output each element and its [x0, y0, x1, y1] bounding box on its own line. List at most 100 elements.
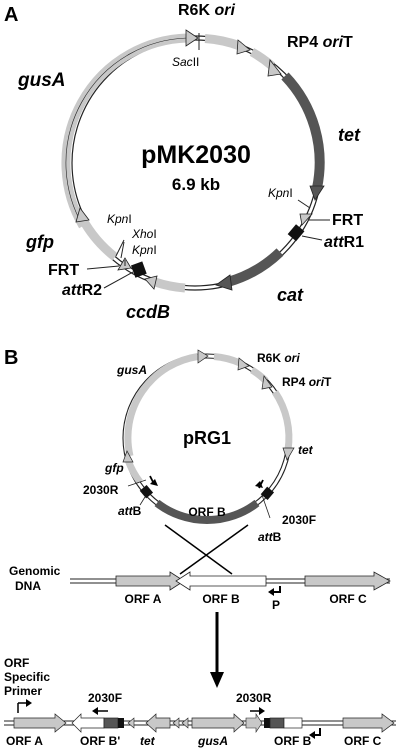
plasmid-b-gusa-arc: [124, 353, 199, 457]
plasmid-a-cat-arc: [226, 248, 284, 287]
genomic-orfc-label: ORF C: [329, 592, 367, 606]
crossover-line-1: [164, 524, 233, 575]
plasmid-a-rp4-arrowhead: [267, 58, 282, 77]
plasmid-b-attb-left-leader: [139, 496, 146, 506]
genomic-label-line2: DNA: [15, 579, 41, 593]
genomic-orfb-label: ORF B: [202, 592, 240, 606]
plasmid-b-2030f-arrowhead: [255, 481, 263, 488]
label-a-rp4: RP4 oriT: [287, 34, 353, 51]
integrated-small-arrow-3: [181, 717, 189, 729]
plasmid-b-attb-right-site: [260, 486, 275, 501]
plasmid-b-name: pRG1: [183, 428, 231, 448]
label-a-gfp: gfp: [25, 232, 54, 252]
label-a-gusa: gusA: [17, 70, 66, 91]
label-b-2030r: 2030R: [83, 483, 119, 497]
label-a-frt-right: FRT: [332, 212, 363, 229]
label-a-attr2: attR2: [62, 282, 102, 299]
integrated-2030r-label: 2030R: [236, 691, 272, 705]
label-b-orfb: ORF B: [188, 505, 226, 519]
plasmid-a-gusa-arc: [61, 33, 188, 229]
integrated-orfb-white: [283, 717, 303, 729]
plasmid-a-r6k-arrowhead: [236, 39, 251, 55]
integrated-small-arrow-4: [245, 713, 263, 733]
integrated-gusa-label: gusA: [197, 734, 228, 748]
plasmid-a-tet-arrowhead: [309, 185, 325, 201]
plasmid-a-frt-right-arrowhead: [299, 213, 313, 226]
integrated-small-arrow-1: [127, 717, 135, 729]
integrated-orfa-label: ORF A: [6, 734, 43, 748]
plasmid-a-ccdb-arrowhead: [144, 275, 158, 290]
label-b-2030f: 2030F: [282, 513, 316, 527]
crossover-line-2: [179, 524, 249, 575]
integrated-orfb-prime-label: ORF B': [80, 734, 120, 748]
plasmid-b-2030r-arrowhead: [150, 479, 158, 486]
integrated-2030f-head: [92, 707, 98, 715]
label-a-kpni-right: KpnI: [268, 186, 293, 200]
plasmid-a-attr2-site: [130, 261, 147, 278]
integrated-att-left: [118, 718, 124, 728]
panel-a-letter: A: [4, 4, 18, 26]
panel-a: A: [4, 2, 364, 322]
integrated-orfc-arrow: [342, 713, 395, 733]
label-a-kpni-left2: KpnI: [132, 243, 157, 257]
label-b-attb-right: attB: [258, 530, 282, 544]
panel-b: B pRG1 gusA R: [4, 347, 396, 748]
integrated-promoter-arrowhead: [309, 731, 315, 739]
integrated-tet-label: tet: [140, 734, 156, 748]
integrated-2030r-head: [259, 707, 265, 715]
plasmid-a-frt-left-leader: [86, 265, 120, 270]
label-a-kpni-left1: KpnI: [107, 212, 132, 226]
label-a-xhoi: XhoI: [131, 227, 157, 241]
plasmid-a-name: pMK2030: [141, 141, 251, 169]
label-b-r6k: R6K ori: [257, 351, 300, 365]
genomic-orfa-label: ORF A: [125, 592, 162, 606]
integrated-orfb-prime-arrow: [71, 713, 105, 733]
label-a-r6k: R6K ori: [178, 2, 235, 19]
genomic-promoter-arrow: [272, 586, 281, 593]
genomic-orfa-arrow: [115, 571, 185, 591]
plasmid-b-tet-arrowhead: [282, 447, 295, 461]
plasmid-a-gfp-arrowhead: [75, 207, 90, 223]
plasmid-b-gfp-arrowhead: [122, 450, 134, 463]
plasmid-b-tet-arc: [272, 390, 293, 451]
integrated-small-arrow-2: [172, 717, 180, 729]
integrated-dark-segment: [103, 717, 119, 729]
plasmid-b-2030f-leader: [261, 494, 271, 519]
integrated-att-right: [264, 718, 270, 728]
genomic-promoter-label: P: [272, 598, 280, 612]
plasmid-a-xhoi-tick: [120, 241, 125, 259]
plasmid-a-attr2-leader: [103, 271, 134, 289]
label-a-frt-left: FRT: [48, 262, 79, 279]
genomic-orfc-arrow: [304, 571, 391, 591]
genomic-orfb-arrow: [175, 571, 267, 591]
plasmid-a-ccdb-arc: [153, 277, 186, 293]
integration-arrow-head: [210, 672, 224, 688]
plasmid-b-rp4-arrowhead: [261, 375, 273, 390]
integrated-orfc-label: ORF C: [344, 734, 382, 748]
plasmid-b-attb-left-site: [139, 484, 154, 499]
label-a-sacii: SacII: [172, 55, 199, 69]
integrated-orfb-dark: [269, 717, 285, 729]
plasmid-a-r6k-arc: [204, 34, 242, 51]
label-b-attb-left: attB: [118, 504, 142, 518]
integrated-orfb-label: ORF B: [274, 734, 312, 748]
label-b-tet: tet: [298, 443, 314, 457]
plasmid-b-r6k-arrowhead: [237, 357, 250, 371]
plasmid-b-gusa-arrowhead: [197, 349, 209, 364]
label-a-ccdb: ccdB: [126, 302, 170, 322]
label-b-rp4: RP4 oriT: [282, 375, 332, 389]
integrated-tet-arrow: [145, 713, 171, 733]
integrated-side-label-1: ORF: [4, 656, 29, 670]
genomic-promoter-arrowhead: [268, 588, 274, 596]
integrated-side-label-2: Specific: [4, 670, 50, 684]
plasmid-a-tet-arc: [281, 72, 325, 190]
plasmid-a-attr1-site: [287, 224, 305, 242]
panel-b-letter: B: [4, 347, 18, 369]
plasmid-a-attr1-leader: [301, 235, 323, 241]
integrated-2030f-label: 2030F: [88, 691, 122, 705]
plasmid-a-gusa-arrowhead: [185, 29, 199, 47]
plasmid-b-r6k-arc: [213, 353, 242, 367]
label-a-cat: cat: [277, 285, 304, 305]
integrated-side-label-3: Primer: [4, 684, 42, 698]
plasmid-a-gusa-arc-edge: [65, 37, 188, 227]
